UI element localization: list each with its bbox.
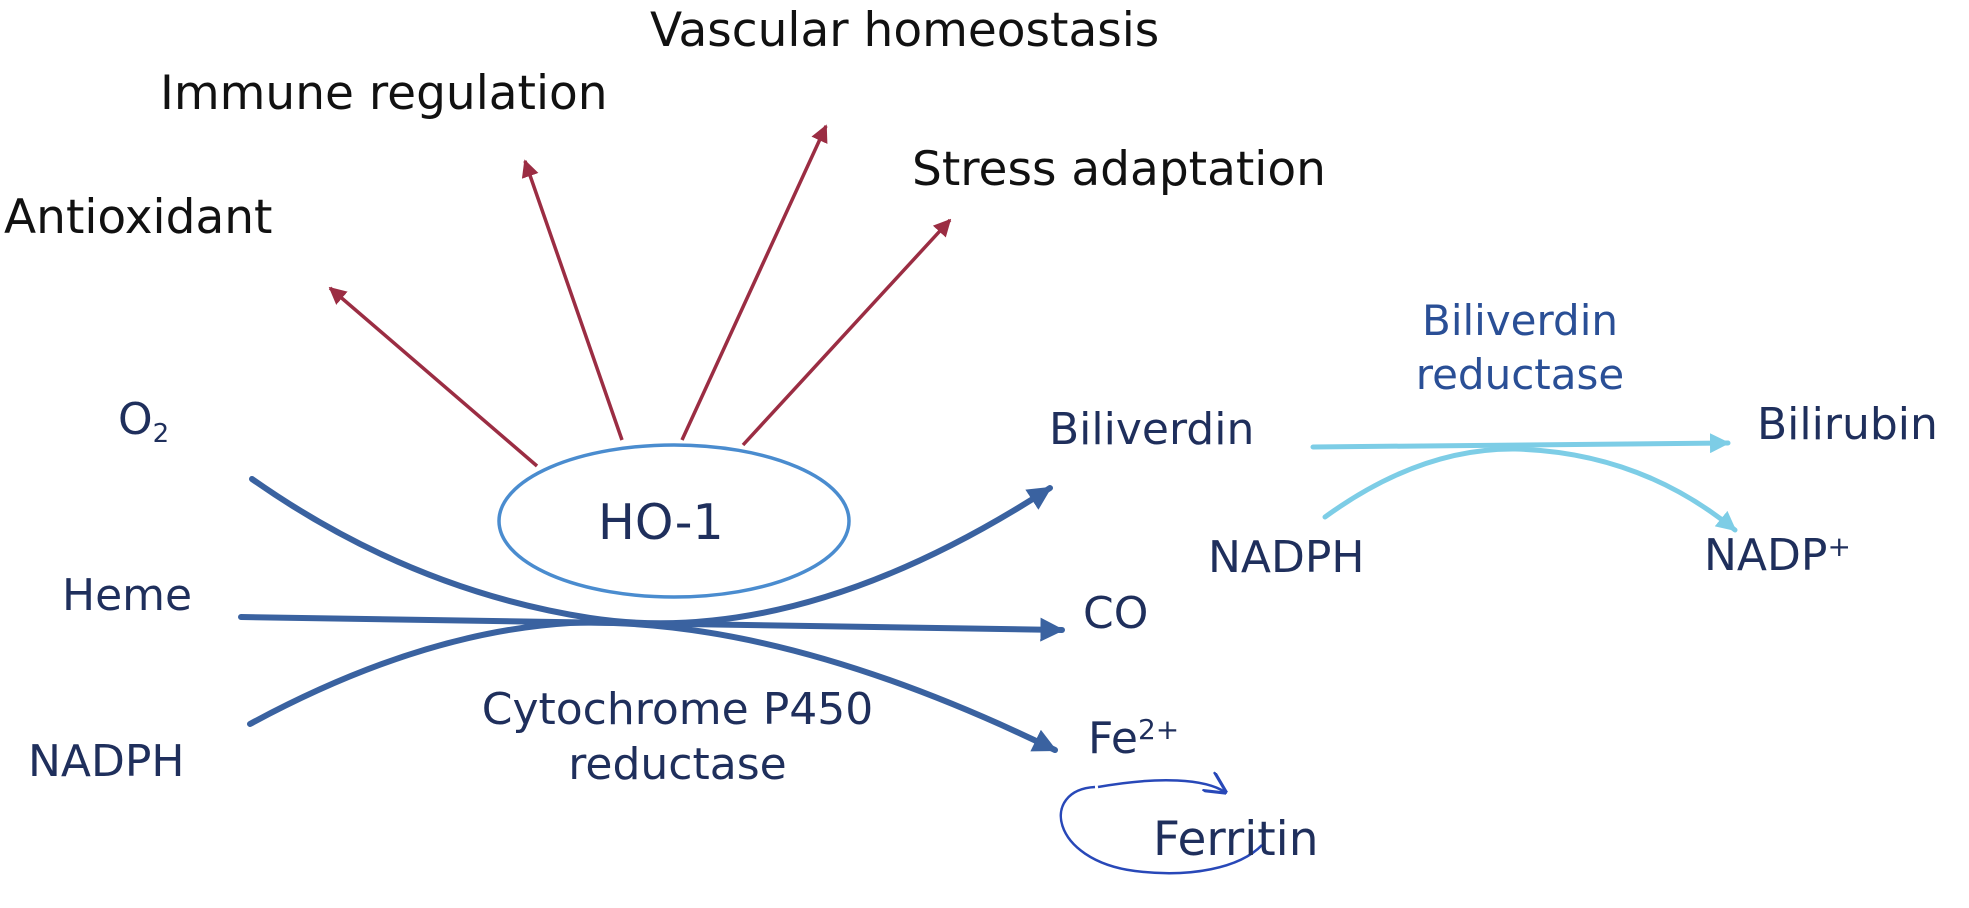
- arrow-to-immune-regulation: [521, 159, 624, 441]
- label-nadph-left: NADPH: [28, 736, 185, 787]
- cytochrome-line-1: Cytochrome P450: [481, 684, 874, 735]
- arrow-nadph-to-fe: [247, 619, 1058, 753]
- label-heme: Heme: [62, 570, 193, 621]
- arrow-biliverdin-to-bilirubin: [1310, 433, 1731, 454]
- cytochrome-line-2: reductase: [568, 739, 787, 790]
- bvr-line-2: reductase: [1415, 350, 1625, 399]
- label-bilirubin: Bilirubin: [1757, 399, 1938, 450]
- label-biliverdin-reductase: Biliverdin reductase: [1380, 300, 1660, 396]
- nadp-base: NADP: [1704, 530, 1828, 581]
- nadp-superscript: +: [1827, 530, 1851, 563]
- label-o2: O2: [118, 398, 170, 449]
- ferritin-loop-arrow: [1059, 780, 1263, 875]
- label-ferritin: Ferritin: [1153, 812, 1319, 867]
- label-biliverdin: Biliverdin: [1049, 404, 1255, 455]
- label-immune-regulation: Immune regulation: [160, 66, 608, 121]
- arrow-to-antioxidant: [328, 286, 539, 468]
- o2-subscript: 2: [152, 419, 170, 449]
- arrow-to-vascular-homeostasis: [680, 124, 828, 441]
- o2-base: O: [118, 394, 153, 445]
- label-co: CO: [1083, 588, 1149, 639]
- fe-superscript: 2+: [1137, 713, 1180, 746]
- label-stress-adaptation: Stress adaptation: [912, 142, 1326, 197]
- label-ho1: HO-1: [598, 494, 724, 551]
- arrow-to-stress-adaptation: [741, 218, 952, 447]
- arrow-o2-to-biliverdin: [249, 476, 1053, 627]
- ho1-ellipse: [497, 443, 851, 599]
- arrow-nadph-to-nadp: [1322, 446, 1738, 533]
- label-antioxidant: Antioxidant: [4, 190, 273, 245]
- fe-base: Fe: [1088, 713, 1138, 764]
- label-nadph-right: NADPH: [1208, 532, 1365, 583]
- label-nadp-plus: NADP+: [1704, 533, 1851, 578]
- label-fe2plus: Fe2+: [1088, 716, 1179, 761]
- label-cytochrome-p450-reductase: Cytochrome P450 reductase: [400, 688, 955, 787]
- label-vascular-homeostasis: Vascular homeostasis: [650, 3, 1160, 58]
- bvr-line-1: Biliverdin: [1422, 296, 1618, 345]
